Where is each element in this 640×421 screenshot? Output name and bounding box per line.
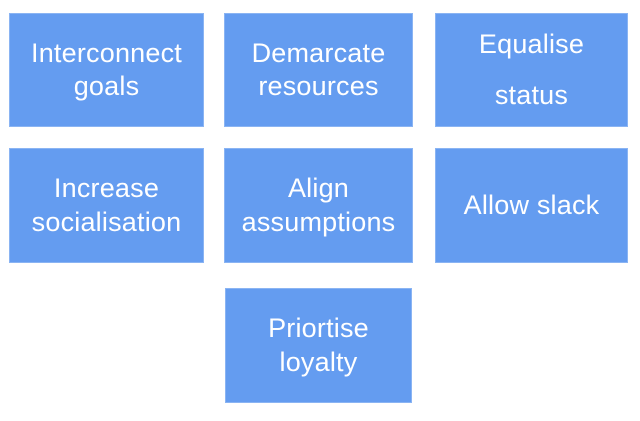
box-align-assumptions: Align assumptions [224, 148, 413, 263]
box-increase-socialisation: Increase socialisation [9, 148, 204, 263]
box-demarcate-resources: Demarcate resources [224, 13, 413, 127]
box-label: Interconnect goals [31, 37, 182, 104]
box-label: Increase socialisation [32, 172, 182, 239]
box-label-line: Demarcate [251, 37, 386, 68]
box-label-line: goals [73, 71, 140, 101]
box-label: Equalise status [479, 28, 584, 112]
box-interconnect-goals: Interconnect goals [9, 13, 204, 127]
box-label-line: Equalise [478, 29, 585, 60]
box-equalise-status: Equalise status [435, 13, 628, 127]
box-allow-slack: Allow slack [435, 148, 628, 263]
box-label-line: Priortise [268, 313, 369, 344]
box-label-line: loyalty [279, 346, 358, 377]
box-label: Align assumptions [242, 172, 396, 239]
box-label-line: resources [258, 71, 379, 101]
box-label-line: Allow slack [463, 189, 600, 220]
box-label: Priortise loyalty [268, 312, 369, 379]
box-label-line: socialisation [31, 206, 182, 237]
box-label-line: assumptions [241, 206, 396, 237]
box-label-line: Interconnect [31, 37, 182, 68]
box-label: Allow slack [464, 189, 600, 222]
box-label: Demarcate resources [252, 37, 386, 104]
box-label-line: Align [287, 173, 350, 204]
box-label-line: status [494, 79, 569, 110]
box-label-line: Increase [53, 173, 160, 204]
box-priortise-loyalty: Priortise loyalty [225, 288, 412, 403]
